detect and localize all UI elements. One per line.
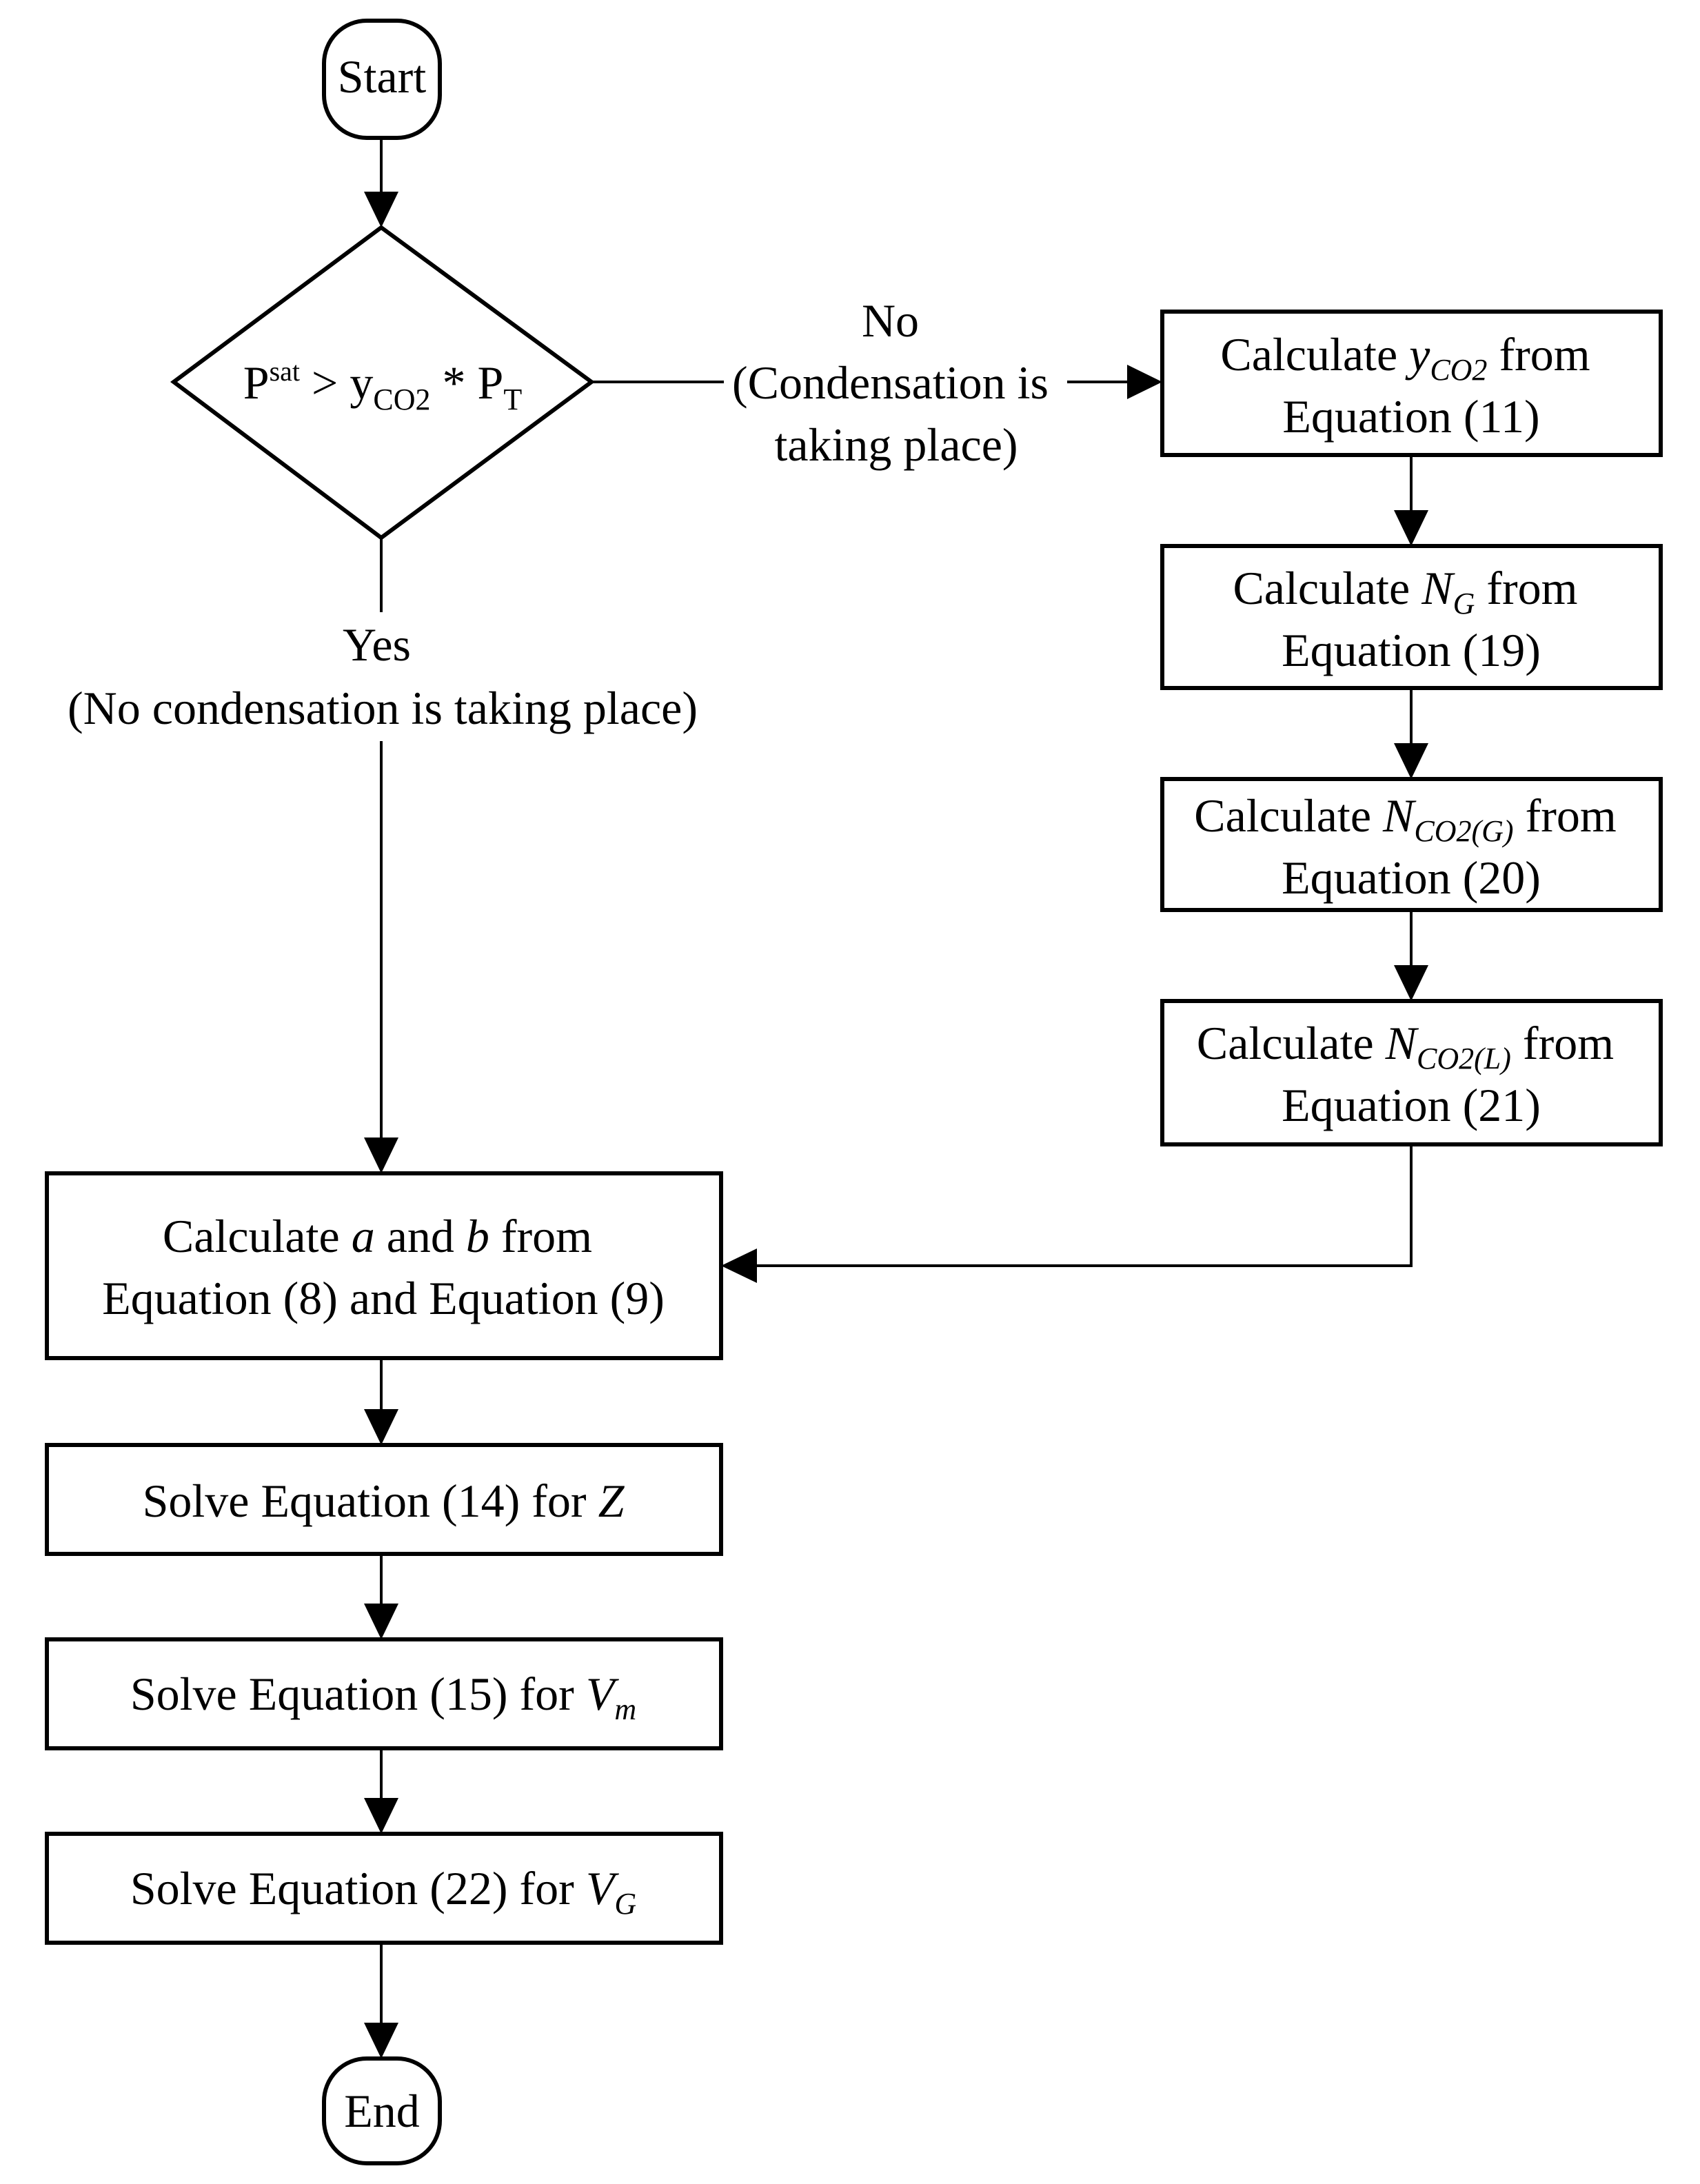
step-calc-ng bbox=[1160, 544, 1663, 690]
step-solve-vg-text: Solve Equation (22) for VG bbox=[130, 1862, 636, 1921]
step-calc-nco2g bbox=[1160, 777, 1663, 912]
end-terminal bbox=[322, 2056, 442, 2165]
arrowhead-decision bbox=[364, 192, 398, 228]
step-solve-vm bbox=[45, 1637, 723, 1750]
arrowhead-end bbox=[364, 2023, 398, 2059]
start-label: Start bbox=[338, 50, 427, 103]
step-calc-nco2g-text: Calculate NCO2(G) from Equation (20) bbox=[1194, 789, 1628, 904]
step-solve-vg bbox=[45, 1832, 723, 1945]
start-terminal bbox=[322, 19, 442, 140]
arrowhead-step-ab-right bbox=[721, 1248, 757, 1283]
connector-s4-ab bbox=[757, 1144, 1413, 1267]
step-solve-vm-text: Solve Equation (15) for Vm bbox=[130, 1668, 636, 1726]
decision-condition: Psat > yCO2 * PT bbox=[243, 356, 523, 416]
step-solve-z-text: Solve Equation (14) for Z bbox=[143, 1475, 625, 1527]
arrowhead-step-yco2 bbox=[1127, 365, 1162, 399]
arrowhead-z bbox=[364, 1409, 398, 1445]
arrowhead-step-ab-top bbox=[364, 1138, 398, 1173]
step-calc-ng-text: Calculate NG from Equation (19) bbox=[1233, 562, 1589, 676]
step-solve-z bbox=[45, 1443, 723, 1556]
end-label: End bbox=[344, 2085, 420, 2137]
step-calc-nco2l-text: Calculate NCO2(L) from Equation (21) bbox=[1197, 1017, 1626, 1131]
step-calc-ab bbox=[45, 1171, 723, 1360]
arrowhead-vm bbox=[364, 1604, 398, 1639]
decision-diamond bbox=[170, 225, 596, 540]
step-calc-nco2l bbox=[1160, 999, 1663, 1146]
arrowhead-s2 bbox=[1394, 510, 1428, 546]
arrowhead-s3 bbox=[1394, 743, 1428, 779]
arrowhead-vg bbox=[364, 1798, 398, 1834]
no-branch-label: No (Condensation is taking place) bbox=[732, 294, 1060, 471]
step-calc-yco2 bbox=[1160, 310, 1663, 457]
step-calc-ab-text: Calculate a and b from Equation (8) and … bbox=[102, 1210, 665, 1324]
yes-branch-label: Yes (No condensation is taking place) bbox=[68, 618, 698, 734]
arrowhead-s4 bbox=[1394, 965, 1428, 1001]
step-calc-yco2-text: Calculate yCO2 from Equation (11) bbox=[1220, 328, 1601, 443]
